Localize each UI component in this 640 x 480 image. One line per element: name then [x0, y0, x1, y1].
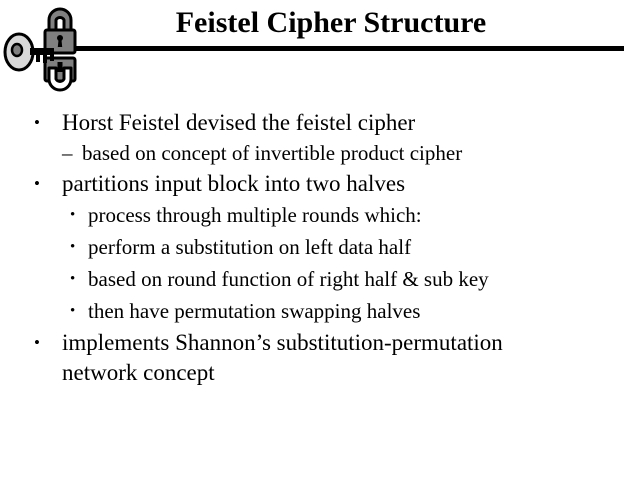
bullet-marker: –	[62, 141, 73, 165]
list-item: • process through multiple rounds which:	[0, 200, 640, 231]
bullet-marker: •	[34, 333, 40, 352]
list-item: • based on round function of right half …	[0, 264, 640, 295]
list-item: • Horst Feistel devised the feistel ciph…	[0, 108, 640, 138]
list-item: • implements Shannon’s substitution-perm…	[0, 328, 640, 388]
title-block: Feistel Cipher Structure	[0, 0, 640, 58]
list-item: • perform a substitution on left data ha…	[0, 232, 640, 263]
title-divider-rule	[62, 46, 624, 51]
bullet-marker: •	[70, 207, 76, 223]
list-item-text: based on concept of invertible product c…	[82, 141, 463, 165]
bullet-marker: •	[70, 303, 76, 319]
padlock-lower-icon	[43, 56, 77, 92]
list-item-text: partitions input block into two halves	[62, 171, 406, 196]
list-item-text: implements Shannon’s substitution-permut…	[62, 330, 503, 385]
list-item: – based on concept of invertible product…	[0, 139, 640, 168]
bullet-marker: •	[34, 113, 40, 132]
list-item-text: based on round function of right half & …	[88, 267, 489, 291]
padlock-key-icon	[0, 0, 96, 104]
list-item: • then have permutation swapping halves	[0, 296, 640, 327]
list-item-text: perform a substitution on left data half	[88, 235, 412, 259]
bullet-marker: •	[70, 271, 76, 287]
rule-connector	[76, 46, 96, 51]
key-icon	[3, 32, 54, 72]
bullet-marker: •	[34, 174, 40, 193]
padlock-key-graphic	[3, 7, 96, 92]
bullet-marker: •	[70, 239, 76, 255]
bullet-list: • Horst Feistel devised the feistel ciph…	[0, 108, 640, 389]
padlock-upper-icon	[43, 7, 77, 55]
list-item: • partitions input block into two halves	[0, 169, 640, 199]
list-item-text: then have permutation swapping halves	[88, 299, 421, 323]
page-title: Feistel Cipher Structure	[175, 6, 487, 39]
list-item-text: Horst Feistel devised the feistel cipher	[62, 110, 416, 135]
list-item-text: process through multiple rounds which:	[88, 203, 422, 227]
